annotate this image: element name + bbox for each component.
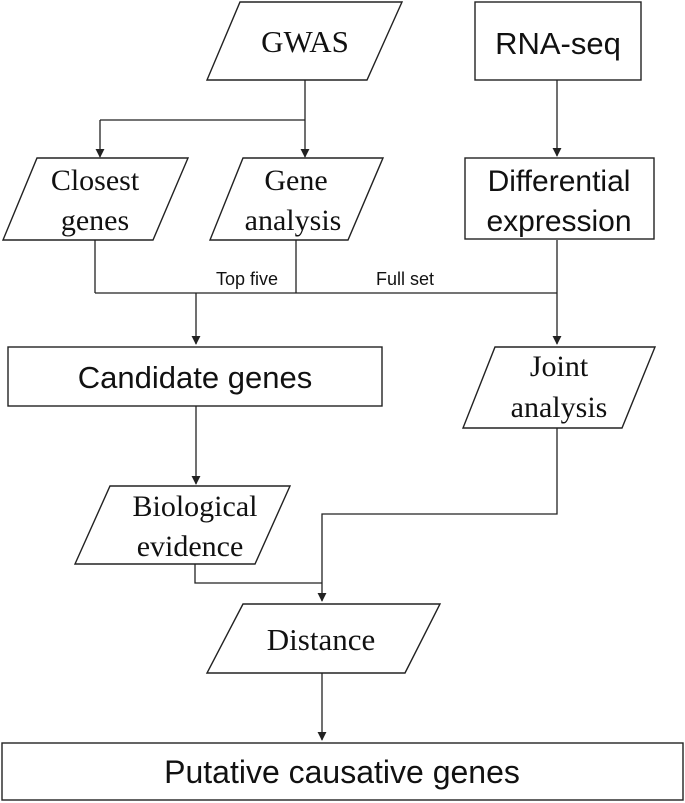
node-biological-evidence-line2: evidence [137, 530, 244, 563]
node-gene-analysis-line2: analysis [245, 204, 342, 237]
node-distance-shape [205, 603, 442, 674]
node-distance-label: Distance [267, 622, 375, 657]
node-closest-genes-line1: Closest [51, 164, 140, 197]
node-putative-causative-genes-label: Putative causative genes [164, 754, 520, 790]
node-biological-evidence-line1: Biological [133, 490, 258, 523]
node-candidate-genes-shape [7, 346, 383, 407]
node-putative-causative-genes-shape [1, 742, 684, 801]
edge-biological-evidence-to-distance [194, 564, 322, 584]
node-joint-analysis: Joint analysis [461, 346, 657, 429]
edge-label-top-five: Top five [216, 269, 278, 289]
node-joint-analysis-line1: Joint [530, 350, 589, 383]
node-putative-causative-genes: Putative causative genes [1, 742, 684, 801]
node-closest-genes-line2: genes [61, 204, 129, 237]
node-joint-analysis-shape [461, 346, 657, 429]
node-closest-genes-shape [1, 157, 190, 241]
node-differential-expression-line2: expression [486, 205, 631, 238]
node-gene-analysis: Gene analysis [208, 157, 385, 241]
node-gwas-shape [205, 1, 404, 81]
node-biological-evidence: Biological evidence [73, 485, 292, 565]
node-differential-expression-shape [464, 157, 655, 240]
node-differential-expression: Differential expression [464, 157, 655, 240]
node-rnaseq: RNA-seq [474, 1, 642, 81]
edge-label-full-set: Full set [376, 269, 434, 289]
edges [94, 80, 562, 741]
node-gene-analysis-line1: Gene [264, 164, 327, 197]
node-distance: Distance [205, 603, 442, 674]
node-rnaseq-label: RNA-seq [495, 26, 621, 61]
node-biological-evidence-shape [73, 485, 292, 565]
node-candidate-genes: Candidate genes [7, 346, 383, 407]
node-gwas-label: GWAS [261, 24, 349, 59]
node-rnaseq-shape [474, 1, 642, 81]
node-gwas: GWAS [205, 1, 404, 81]
node-candidate-genes-label: Candidate genes [78, 360, 312, 395]
node-differential-expression-line1: Differential [488, 165, 631, 198]
edge-joint-analysis-to-distance [317, 428, 558, 602]
node-joint-analysis-line2: analysis [511, 391, 608, 424]
node-gene-analysis-shape [208, 157, 385, 241]
node-closest-genes: Closest genes [1, 157, 190, 241]
